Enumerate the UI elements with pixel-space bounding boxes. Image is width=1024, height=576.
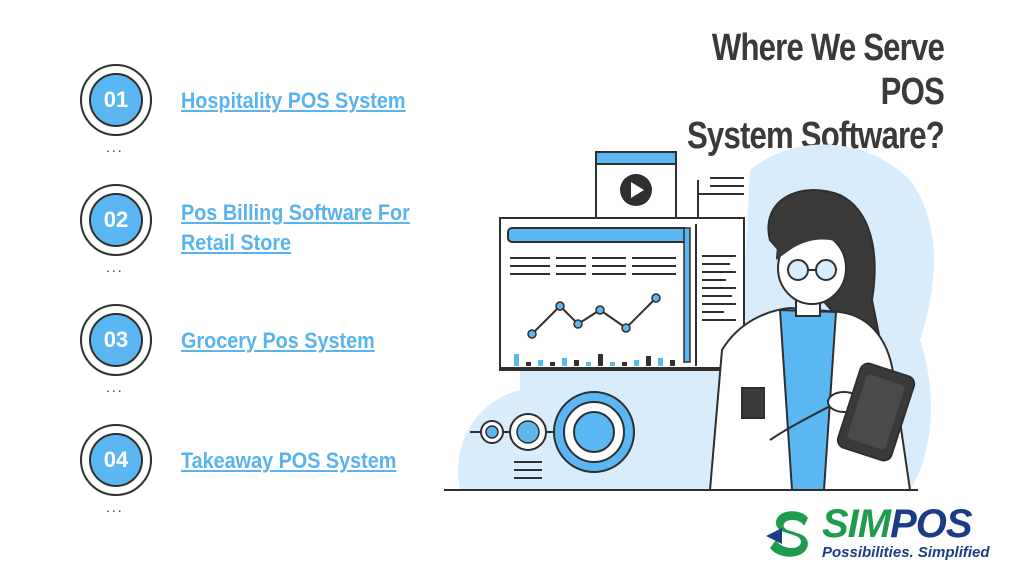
badge-number: 01 — [89, 73, 143, 127]
target-rings — [470, 391, 635, 473]
dashboard-text-rows — [510, 257, 676, 275]
side-panel-lines — [702, 255, 736, 321]
text-lines-decoration — [697, 177, 744, 220]
dots-divider: ... — [106, 379, 124, 395]
trend-points — [527, 293, 661, 339]
badge-number: 03 — [89, 313, 143, 367]
ring-caption-lines — [514, 461, 542, 479]
link-hospitality-pos[interactable]: Hospitality POS System — [181, 88, 406, 113]
simpos-mark-icon — [766, 511, 808, 557]
link-line-1: Pos Billing Software For — [181, 200, 410, 225]
simpos-logo: SIMPOS Possibilities. Simplified — [764, 502, 1014, 570]
dots-divider: ... — [106, 139, 124, 155]
dashboard-card — [499, 217, 745, 371]
dots-divider: ... — [106, 499, 124, 515]
badge-number: 04 — [89, 433, 143, 487]
logo-sim: SIM — [822, 502, 891, 546]
dashboard-search-bar — [507, 227, 689, 243]
analytics-illustration — [444, 144, 934, 491]
number-badge: 02 — [80, 184, 152, 256]
play-icon — [620, 174, 652, 206]
link-grocery-pos[interactable]: Grocery Pos System — [181, 328, 375, 353]
list-item-03: 03 ... Grocery Pos System — [80, 304, 440, 424]
tablet-device — [836, 362, 916, 462]
dots-divider: ... — [106, 259, 124, 275]
number-badge: 03 — [80, 304, 152, 376]
mini-bars — [514, 354, 675, 366]
title-line-1: Where We Serve POS — [711, 27, 945, 113]
link-line-2: Retail Store — [181, 230, 292, 255]
logo-pos: POS — [890, 502, 972, 546]
link-takeaway-pos[interactable]: Takeaway POS System — [181, 448, 397, 473]
logo-wordmark: SIMPOS — [822, 502, 973, 546]
trend-line — [531, 297, 657, 335]
page-title: Where We Serve POS System Software? — [649, 26, 945, 158]
number-badge: 01 — [80, 64, 152, 136]
dashboard-scrollbar — [683, 227, 691, 363]
list-item-02: 02 ... Pos Billing Software For Retail S… — [80, 184, 440, 304]
logo-tagline: Possibilities. Simplified — [822, 544, 990, 561]
link-pos-billing-retail[interactable]: Pos Billing Software For Retail Store — [181, 198, 410, 258]
list-item-01: 01 ... Hospitality POS System — [80, 64, 440, 184]
video-card-header — [595, 151, 677, 165]
badge-number: 02 — [89, 193, 143, 247]
number-badge: 04 — [80, 424, 152, 496]
list-item-04: 04 ... Takeaway POS System — [80, 424, 440, 544]
